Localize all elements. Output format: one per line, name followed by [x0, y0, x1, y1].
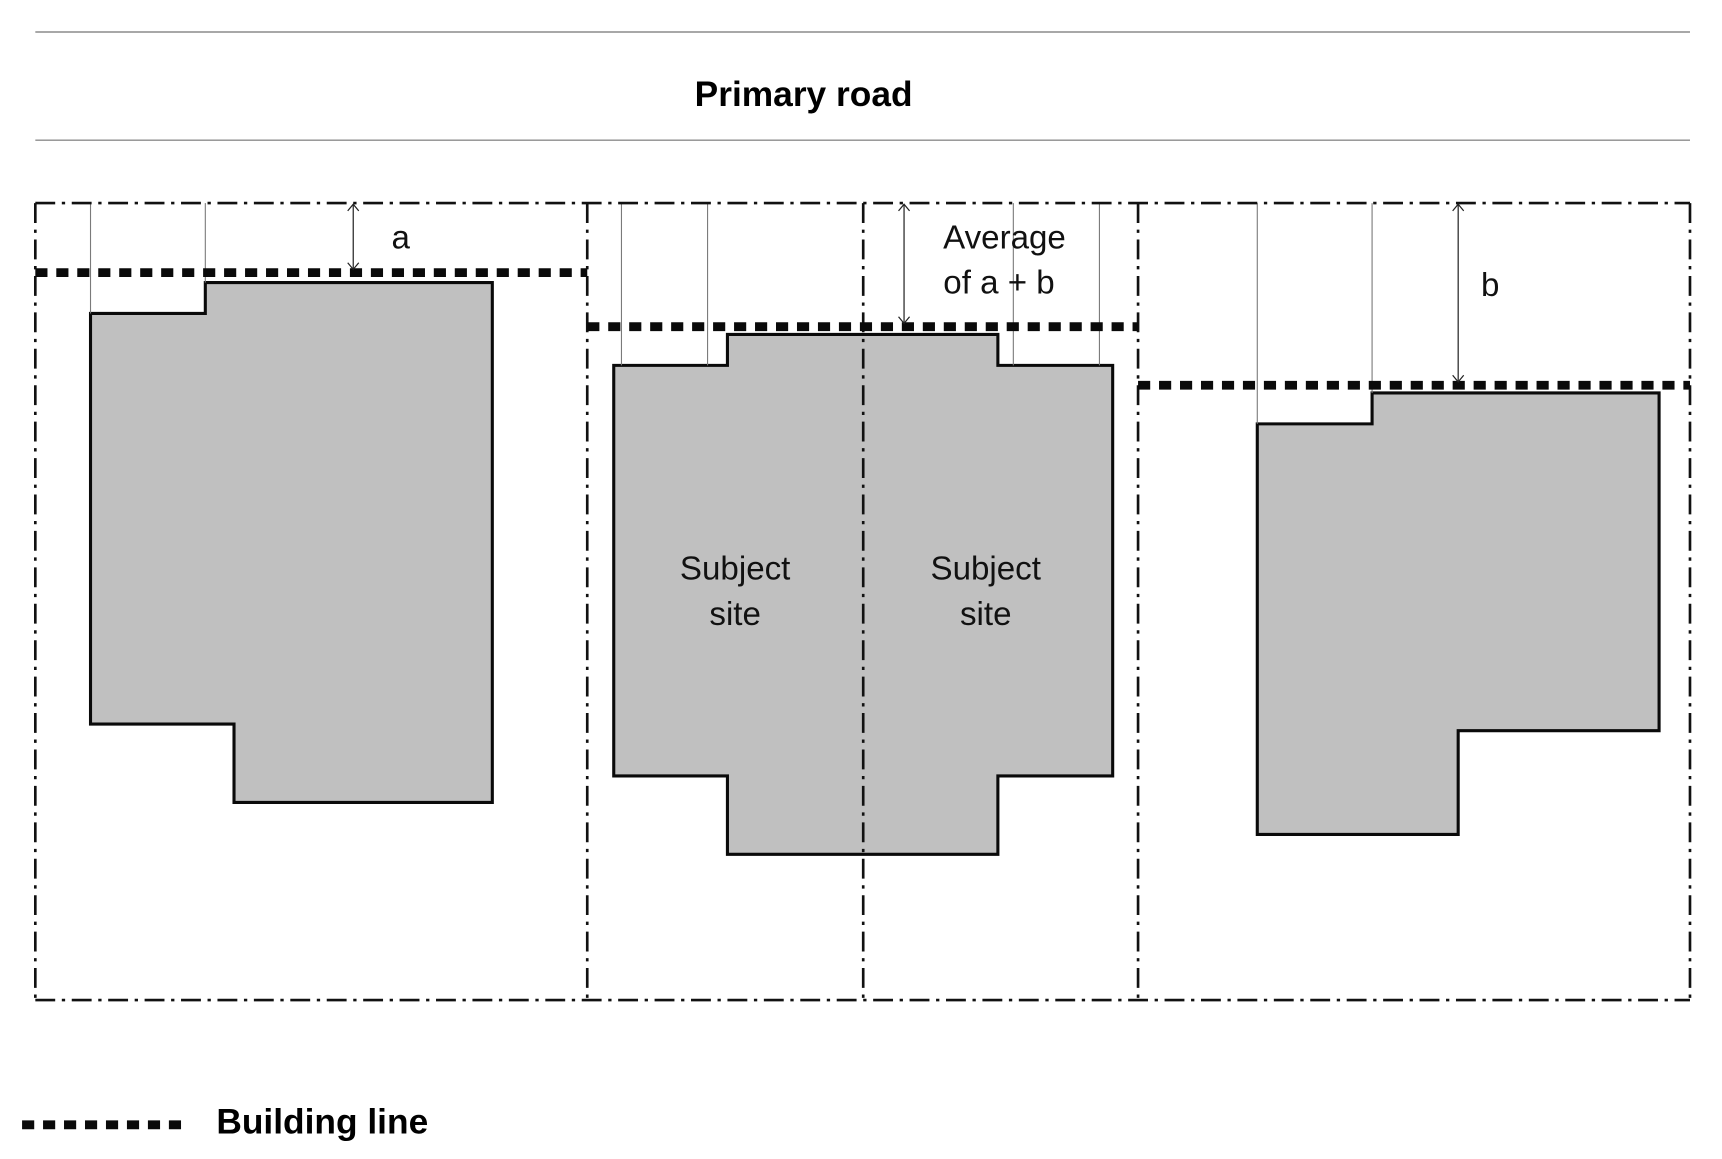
subject-site-left-1: Subject	[680, 551, 790, 588]
building-left	[88, 281, 494, 805]
legend: Building line	[22, 1103, 428, 1142]
label-a: a	[391, 219, 410, 256]
subject-site-right-2: site	[960, 596, 1012, 633]
dimension-arrow-average	[898, 203, 911, 325]
label-average-1: Average	[943, 219, 1066, 256]
dimension-arrow-b	[1452, 203, 1465, 383]
lot-boundaries	[33, 201, 1692, 1002]
building-right	[1255, 391, 1661, 837]
subject-site-left-2: site	[709, 596, 761, 633]
subject-site-right-1: Subject	[931, 551, 1041, 588]
legend-label: Building line	[216, 1103, 428, 1142]
dimension-arrow-a	[347, 203, 360, 271]
road-label: Primary road	[695, 75, 913, 114]
label-average-2: of a + b	[943, 265, 1054, 302]
guide-lines	[89, 203, 1373, 424]
label-b: b	[1481, 267, 1499, 304]
